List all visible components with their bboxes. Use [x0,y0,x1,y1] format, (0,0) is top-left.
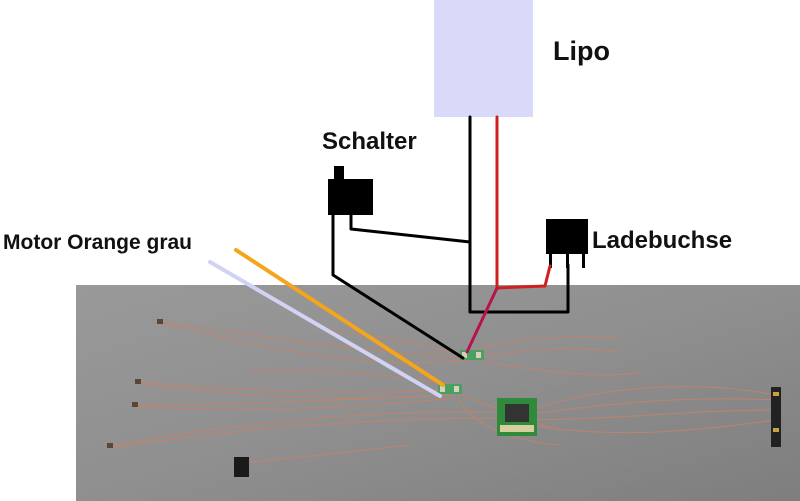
switch-component [328,166,373,215]
wire-switch-board [331,212,465,360]
wire-red-to-board [465,286,499,354]
decoder-board [497,398,537,436]
board-photo [76,285,800,501]
label-schalter: Schalter [322,128,417,155]
charge-socket-component [546,219,588,268]
wire-motor-lavender [208,260,442,398]
wire-end-pads [107,319,163,448]
lipo-battery [434,0,533,117]
led-strip [771,387,781,447]
label-ladebuchse: Ladebuchse [592,227,733,254]
wire-motor-orange [234,248,445,387]
wire-switch-junction [349,212,472,244]
wire-lipo-red [495,115,552,290]
solder-boards [438,350,484,394]
wire-lipo-black [468,115,570,314]
connector-plug [234,457,249,477]
label-motor: Motor Orange grau [3,231,193,254]
label-lipo: Lipo [553,36,610,66]
copper-wires [109,321,777,463]
